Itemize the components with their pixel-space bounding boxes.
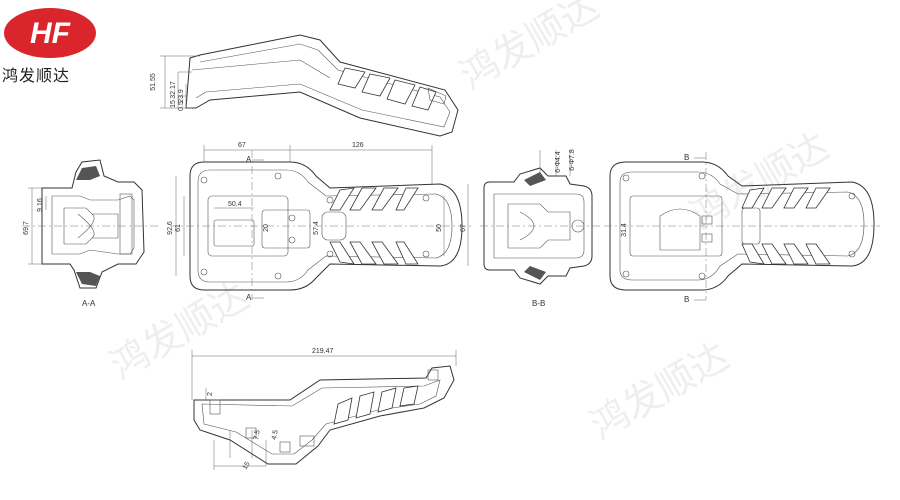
watermark-layer: 鸿发顺达 鸿发顺达 鸿发顺达 鸿发顺达 (103, 0, 837, 448)
plan-view-bottom: 31.4 B B (604, 152, 880, 304)
watermark-text: 鸿发顺达 (103, 274, 257, 388)
dim-label: 67 (460, 224, 467, 232)
dim-label: 219.47 (312, 348, 334, 355)
cut-label-a: A (246, 155, 252, 164)
dim-label: 50.4 (228, 201, 242, 208)
grip-ribs-plan (329, 187, 419, 265)
dim-label: 92.6 (167, 221, 174, 235)
dim-label: 69.7 (23, 221, 30, 235)
side-view-top: 51.55 32.17 23.9 15 0.5 (150, 34, 459, 137)
mount-holes-bottom (622, 172, 856, 280)
brand-logo: HF (4, 8, 96, 58)
dim-label: 61 (175, 224, 182, 232)
grip-ribs-top (337, 67, 437, 111)
dim-label: 31.4 (621, 223, 628, 237)
watermark-text: 鸿发顺达 (583, 334, 737, 448)
watermark-text: 鸿发顺达 (453, 0, 607, 98)
grip-ribs-bottom (741, 187, 831, 265)
watermark-text: 鸿发顺达 (683, 124, 837, 238)
logo-ellipse (4, 8, 96, 58)
section-label-bb: B-B (532, 299, 545, 308)
dim-label: 6-Φ7.8 (569, 149, 576, 171)
dim-label: 57.4 (313, 221, 320, 235)
dim-label: 7.5 (253, 429, 262, 440)
side-view-bottom: 219.47 2 15 7.5 4.5 (191, 348, 457, 471)
cut-label-b: B (684, 153, 689, 162)
company-name: 鸿发顺达 (2, 66, 71, 85)
dim-label: 23.9 (178, 89, 185, 103)
dim-label: 32.17 (170, 81, 177, 99)
dim-label: 126 (352, 142, 364, 149)
dim-label: 50 (436, 224, 443, 232)
dim-label: 51.55 (150, 73, 157, 91)
cut-label-a: A (246, 293, 252, 302)
dim-label: 6-Φ4.4 (555, 151, 562, 173)
section-view-aa: 69.7 9.16 A-A (22, 159, 160, 308)
dim-label: 9.16 (37, 198, 44, 212)
logo-text: HF (30, 17, 71, 50)
section-view-bb: 6-Φ4.4 6-Φ7.8 B-B (480, 149, 600, 308)
plan-view-top: 67 126 50.4 20 92.6 61 57.4 50 67 A A (167, 142, 474, 302)
dim-label: 15 (242, 461, 252, 471)
dim-label: 67 (238, 142, 246, 149)
section-label-aa: A-A (82, 299, 96, 308)
grip-ribs-side (333, 385, 419, 425)
dim-label: 15 (170, 100, 177, 108)
dim-label: 0.5 (178, 101, 185, 111)
cut-label-b: B (684, 295, 689, 304)
dim-label: 4.5 (271, 429, 280, 440)
mount-holes (200, 172, 430, 280)
dim-label: 20 (263, 224, 270, 232)
dim-label: 2 (207, 392, 214, 396)
